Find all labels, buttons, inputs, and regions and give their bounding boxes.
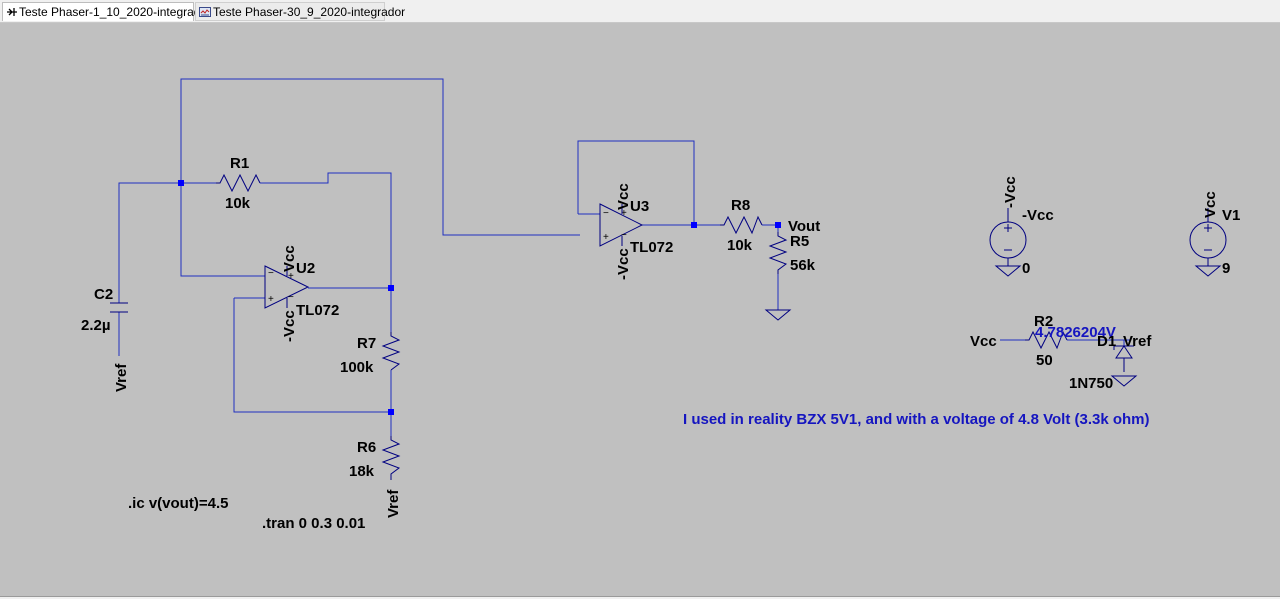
- wires: [118, 78, 1130, 436]
- tab-teste-phaser-1-10-2020[interactable]: Teste Phaser-1_10_2020-integrador: [2, 2, 211, 21]
- junction-dot: [388, 409, 394, 415]
- junction-dot: [691, 222, 697, 228]
- opamp-u3[interactable]: − + + − Vcc U3 TL072 -Vcc: [599, 183, 673, 280]
- spice-directive-ic[interactable]: .ic v(vout)=4.5: [128, 495, 228, 512]
- resistor-r1[interactable]: R1 10k: [216, 155, 261, 212]
- u2-model: TL072: [296, 302, 339, 319]
- tab-label: Teste Phaser-1_10_2020-integrador: [19, 5, 212, 19]
- u2-pos-supply-label: Vcc: [281, 245, 298, 272]
- spice-directive-tran[interactable]: .tran 0 0.3 0.01: [262, 515, 365, 532]
- u3-model: TL072: [630, 239, 673, 256]
- schematic-icon: [7, 8, 17, 16]
- r8-value: 10k: [727, 237, 753, 254]
- opamp-u2[interactable]: − + + − Vcc U2 TL072 -Vcc: [264, 245, 339, 342]
- zener-diode-d1[interactable]: D1 Vref 1N750: [1069, 333, 1152, 392]
- u3-supply-plus-sign: +: [621, 208, 627, 219]
- d1-name: D1: [1097, 333, 1116, 350]
- v1-source-value: 9: [1222, 260, 1230, 277]
- negvcc-source-name: -Vcc: [1022, 207, 1054, 224]
- u3-name: U3: [630, 198, 649, 215]
- c2-value: 2.2µ: [81, 317, 111, 334]
- net-label-vref-r6: Vref: [385, 489, 402, 518]
- voltage-probe-readout: 4.7826204V: [1035, 324, 1116, 341]
- capacitor-c2[interactable]: C2 2.2µ Vref: [81, 286, 130, 392]
- r2-vcc-net-label: Vcc: [970, 333, 997, 350]
- comment-note[interactable]: I used in reality BZX 5V1, and with a vo…: [683, 411, 1150, 428]
- r7-value: 100k: [340, 359, 374, 376]
- r5-value: 56k: [790, 257, 816, 274]
- resistor-r7[interactable]: R7 100k: [340, 332, 401, 376]
- c2-name: C2: [94, 286, 113, 303]
- schematic-sheet-icon: [199, 7, 211, 17]
- v1-source-name: V1: [1222, 207, 1240, 224]
- u2-name: U2: [296, 260, 315, 277]
- r6-value: 18k: [349, 463, 375, 480]
- voltage-source-negvcc[interactable]: -Vcc -Vcc 0: [989, 176, 1054, 277]
- u2-supply-plus-sign: +: [288, 271, 294, 282]
- schematic-drawing[interactable]: R1 10k C2 2.2µ Vref − + + − Vcc U2 TL072…: [0, 23, 1280, 596]
- resistor-r5[interactable]: R5 56k: [764, 232, 816, 321]
- r1-name: R1: [230, 155, 249, 172]
- negvcc-source-value: 0: [1022, 260, 1030, 277]
- junction-dot: [775, 222, 781, 228]
- resistor-r8[interactable]: R8 10k: [720, 197, 763, 254]
- net-label-vout: Vout: [788, 218, 820, 235]
- net-label-vref-c2: Vref: [113, 363, 130, 392]
- u2-noninverting-sign: +: [268, 294, 274, 305]
- u2-inverting-sign: −: [268, 268, 274, 279]
- ground-icon: [994, 265, 1022, 277]
- u2-neg-supply-label: -Vcc: [281, 310, 298, 342]
- schematic-canvas[interactable]: R1 10k C2 2.2µ Vref − + + − Vcc U2 TL072…: [0, 23, 1280, 597]
- v1-net-label: Vcc: [1202, 191, 1219, 218]
- u3-neg-supply-label: -Vcc: [615, 248, 632, 280]
- tab-teste-phaser-30-9-2020[interactable]: Teste Phaser-30_9_2020-integrador: [195, 2, 405, 21]
- r5-name: R5: [790, 233, 809, 250]
- ground-icon: [1194, 265, 1222, 277]
- ground-icon: [1110, 375, 1138, 387]
- tab-label: Teste Phaser-30_9_2020-integrador: [213, 5, 406, 19]
- junction-dots: [178, 180, 781, 415]
- d1-model: 1N750: [1069, 375, 1113, 392]
- voltage-source-v1[interactable]: Vcc V1 9: [1189, 191, 1240, 277]
- r7-name: R7: [357, 335, 376, 352]
- r6-name: R6: [357, 439, 376, 456]
- u3-inverting-sign: −: [603, 208, 609, 219]
- u3-supply-minus-sign: −: [621, 230, 627, 241]
- document-tab-bar: Teste Phaser-1_10_2020-integrador Teste …: [0, 0, 1280, 23]
- r2-value: 50: [1036, 352, 1053, 369]
- resistor-r6[interactable]: R6 18k Vref: [349, 436, 402, 518]
- u2-supply-minus-sign: −: [288, 292, 294, 303]
- u3-noninverting-sign: +: [603, 232, 609, 243]
- junction-dot: [178, 180, 184, 186]
- negvcc-net-label: -Vcc: [1002, 176, 1019, 208]
- resistor-r2[interactable]: Vcc R2 50: [970, 313, 1068, 369]
- junction-dot: [388, 285, 394, 291]
- d1-net-label: Vref: [1123, 333, 1152, 350]
- r2-name: R2: [1034, 313, 1053, 330]
- u3-pos-supply-label: Vcc: [615, 183, 632, 210]
- r1-value: 10k: [225, 195, 251, 212]
- r8-name: R8: [731, 197, 750, 214]
- ground-icon: [764, 309, 792, 321]
